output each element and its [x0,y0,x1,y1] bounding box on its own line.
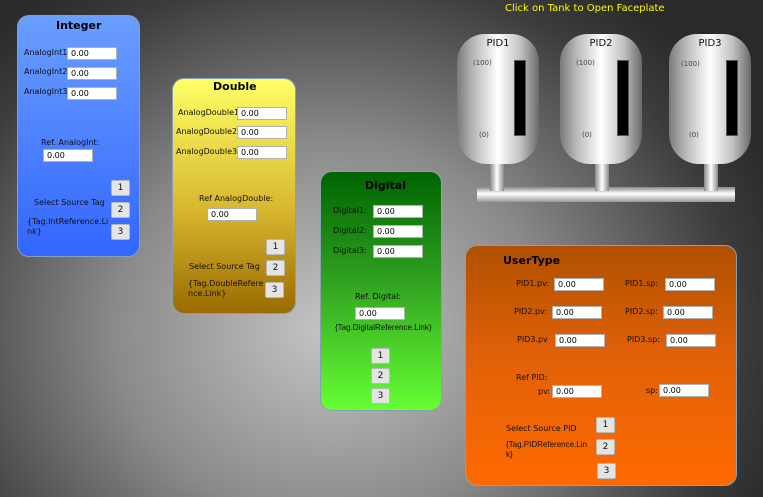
ref-label: Ref. Digital: [355,292,402,301]
digital-panel: Digital Digital1: 0.00 Digital2: 0.00 Di… [320,171,442,411]
ref-pv-label: pv: [538,387,551,396]
pid1-pv-input[interactable]: 0.00 [554,278,604,291]
tank-name: PID1 [486,38,510,49]
field-label: PID2.sp: [625,307,658,316]
field-label: PID1.pv: [516,279,550,288]
pid3-sp-input[interactable]: 0.00 [666,334,716,347]
source-button-3[interactable]: 3 [111,224,130,240]
select-source-label: Select Source Tag [34,198,105,207]
reference-link: {Tag.IntReference.Link} [27,217,109,236]
tank-scale-max: (100) [576,59,595,67]
usertype-panel: UserType PID1.pv: 0.00 PID2.pv: 0.00 PID… [465,245,737,486]
ref-analogdouble-input[interactable]: 0.00 [207,208,257,221]
field-label: Digital2: [333,226,367,235]
pid2-pv-input[interactable]: 0.00 [552,306,602,319]
source-button-3[interactable]: 3 [597,463,616,479]
source-button-2[interactable]: 2 [371,368,390,384]
integer-panel: Integer AnalogInt1: 0.00 AnalogInt2: 0.0… [17,15,140,257]
field-label: PID3.sp: [627,335,660,344]
tank-scale-min: (0) [689,131,699,139]
tank-name: PID3 [698,38,722,49]
ref-label: Ref PID: [516,373,548,382]
pid3-pv-input[interactable]: 0.00 [555,334,605,347]
source-button-1[interactable]: 1 [266,239,285,255]
ref-label: Ref. AnalogInt: [41,138,100,147]
ref-analogint-input[interactable]: 0.00 [43,149,93,162]
source-button-3[interactable]: 3 [371,388,390,404]
tank-level-bar [514,60,526,136]
tank-outlet-pipe [595,163,609,191]
ref-label: Ref AnalogDouble: [199,194,274,203]
reference-link: {Tag.PIDReference.Link} [506,440,587,459]
select-source-label: Select Source Tag [189,262,260,271]
field-label: AnalogDouble1: [178,108,242,117]
source-button-2[interactable]: 2 [596,439,615,455]
analogdouble1-input[interactable]: 0.00 [237,107,287,120]
tank-scale-min: (0) [479,131,489,139]
reference-link: {Tag.DigitalReference.Link} [335,323,432,332]
source-button-2[interactable]: 2 [266,260,285,276]
tank-name: PID2 [589,38,613,49]
source-button-1[interactable]: 1 [111,180,130,196]
field-label: AnalogInt1: [24,48,70,57]
field-label: PID2.pv: [514,307,548,316]
tank-outlet-pipe [490,163,504,191]
analogdouble2-input[interactable]: 0.00 [237,126,287,139]
panel-title: Integer [56,19,102,32]
header-pipe [477,187,735,202]
panel-title: Double [213,80,257,93]
field-label: PID1.sp: [625,279,658,288]
reference-link: {Tag.DoubleReference.Link} [188,279,264,298]
pid1-sp-input[interactable]: 0.00 [665,278,715,291]
digital1-input[interactable]: 0.00 [373,205,423,218]
tank-pid2[interactable]: PID2 (100) (0) [560,34,642,164]
panel-title: Digital [365,179,406,192]
tank-scale-max: (100) [681,60,700,68]
analogint1-input[interactable]: 0.00 [67,47,117,60]
tank-scale-min: (0) [582,131,592,139]
tank-level-bar [726,60,738,136]
field-label: AnalogInt2: [24,67,70,76]
field-label: AnalogInt3: [24,87,70,96]
select-source-label: Select Source PID [506,424,577,433]
tank-pid3[interactable]: PID3 (100) (0) [669,34,751,164]
analogint3-input[interactable]: 0.00 [67,87,117,100]
ref-pid-pv-input[interactable]: 0.00 [552,385,602,398]
field-label: Digital1: [333,206,367,215]
instruction-text: Click on Tank to Open Faceplate [505,3,665,14]
digital3-input[interactable]: 0.00 [373,245,423,258]
field-label: PID3.pv [517,335,548,344]
ref-digital-input[interactable]: 0.00 [355,307,405,320]
analogint2-input[interactable]: 0.00 [67,67,117,80]
tank-pid1[interactable]: PID1 (100) (0) [457,34,539,164]
source-button-1[interactable]: 1 [371,348,390,364]
tank-level-bar [617,60,629,136]
ref-pid-sp-input[interactable]: 0.00 [659,384,709,397]
ref-sp-label: sp: [646,386,658,395]
analogdouble3-input[interactable]: 0.00 [237,146,287,159]
field-label: AnalogDouble3: [176,147,240,156]
double-panel: Double AnalogDouble1: 0.00 AnalogDouble2… [172,78,296,314]
source-button-2[interactable]: 2 [111,202,130,218]
tank-outlet-pipe [704,163,718,191]
source-button-1[interactable]: 1 [596,417,615,433]
tank-scale-max: (100) [473,59,492,67]
panel-title: UserType [503,254,561,267]
field-label: Digital3: [333,246,367,255]
source-button-3[interactable]: 3 [265,282,284,298]
pid2-sp-input[interactable]: 0.00 [663,306,713,319]
field-label: AnalogDouble2: [176,127,240,136]
digital2-input[interactable]: 0.00 [373,225,423,238]
